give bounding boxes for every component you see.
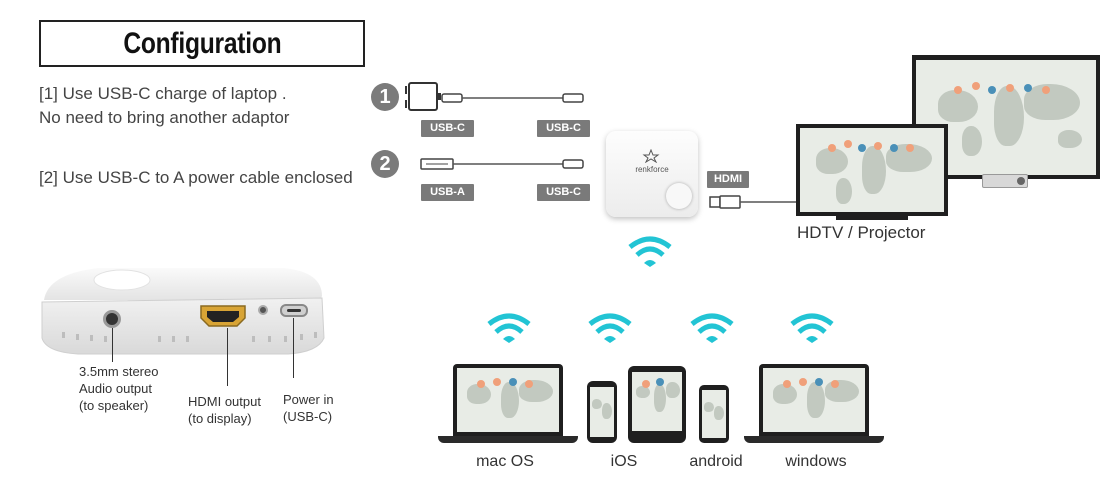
power-callout-line-1: Power in <box>283 392 334 407</box>
ipad-icon <box>628 366 686 443</box>
hdtv-icon <box>796 124 948 216</box>
brand-logo-icon <box>639 148 663 164</box>
page-title: Configuration <box>122 26 282 60</box>
tag-usb-a: USB-A <box>421 184 474 201</box>
audio-callout-line <box>112 328 113 362</box>
audio-callout: 3.5mm stereo Audio output (to speaker) <box>79 363 189 414</box>
reset-button-icon <box>258 305 268 315</box>
title-box: Configuration <box>39 20 365 67</box>
brand-label: renkforce <box>635 165 669 174</box>
hdmi-callout-line-2: (to display) <box>188 411 252 426</box>
audio-port-icon <box>103 310 121 328</box>
wifi-icon-windows <box>788 312 836 344</box>
tag-usb-c-device-2: USB-C <box>537 184 590 201</box>
charger-icon <box>400 78 442 114</box>
step-1-badge: 1 <box>371 83 399 111</box>
os-label-android: android <box>689 453 743 470</box>
hdmi-port-icon <box>199 304 247 328</box>
iphone-icon <box>587 381 617 443</box>
os-label-windows: windows <box>785 453 847 470</box>
wifi-icon-ios <box>586 312 634 344</box>
audio-callout-line-3: (to speaker) <box>79 398 149 413</box>
button-icon <box>666 183 692 209</box>
power-callout-line <box>293 318 294 378</box>
laptop-windows-icon <box>759 364 869 436</box>
note-1: [1] Use USB-C charge of laptop . No need… <box>39 82 369 130</box>
os-label-macos: mac OS <box>476 453 534 470</box>
tv-stand <box>836 216 908 220</box>
usb-c-port-icon <box>280 304 308 317</box>
usb-a-cable <box>420 156 587 172</box>
laptop-macos-icon <box>453 364 563 436</box>
hdmi-callout: HDMI output (to display) <box>188 393 288 427</box>
audio-callout-line-1: 3.5mm stereo <box>79 364 159 379</box>
os-label-ios: iOS <box>610 453 638 470</box>
laptop-windows-base <box>744 436 884 443</box>
wifi-icon-macos <box>485 312 533 344</box>
wifi-icon-android <box>688 312 736 344</box>
note-2: [2] Use USB-C to A power cable enclosed <box>39 168 353 187</box>
wifi-icon-receiver <box>626 235 674 269</box>
step-2-badge: 2 <box>371 150 399 178</box>
tag-hdmi: HDMI <box>707 171 749 188</box>
power-callout: Power in (USB-C) <box>283 391 363 425</box>
projector-icon <box>982 174 1028 188</box>
audio-callout-line-2: Audio output <box>79 381 153 396</box>
power-callout-line-2: (USB-C) <box>283 409 333 424</box>
note-line-1: [1] Use USB-C charge of laptop . <box>39 84 287 103</box>
hdmi-callout-line <box>227 328 228 386</box>
display-caption: HDTV / Projector <box>797 223 926 242</box>
tag-usb-c-charger: USB-C <box>421 120 474 137</box>
android-phone-icon <box>699 385 729 443</box>
tag-usb-c-device-1: USB-C <box>537 120 590 137</box>
hdmi-cable <box>708 194 800 210</box>
hdmi-callout-line-1: HDMI output <box>188 394 261 409</box>
laptop-macos-base <box>438 436 578 443</box>
usb-c-cable-1 <box>441 91 587 105</box>
receiver-device: renkforce <box>606 131 698 217</box>
note-line-2: No need to bring another adaptor <box>39 108 290 127</box>
